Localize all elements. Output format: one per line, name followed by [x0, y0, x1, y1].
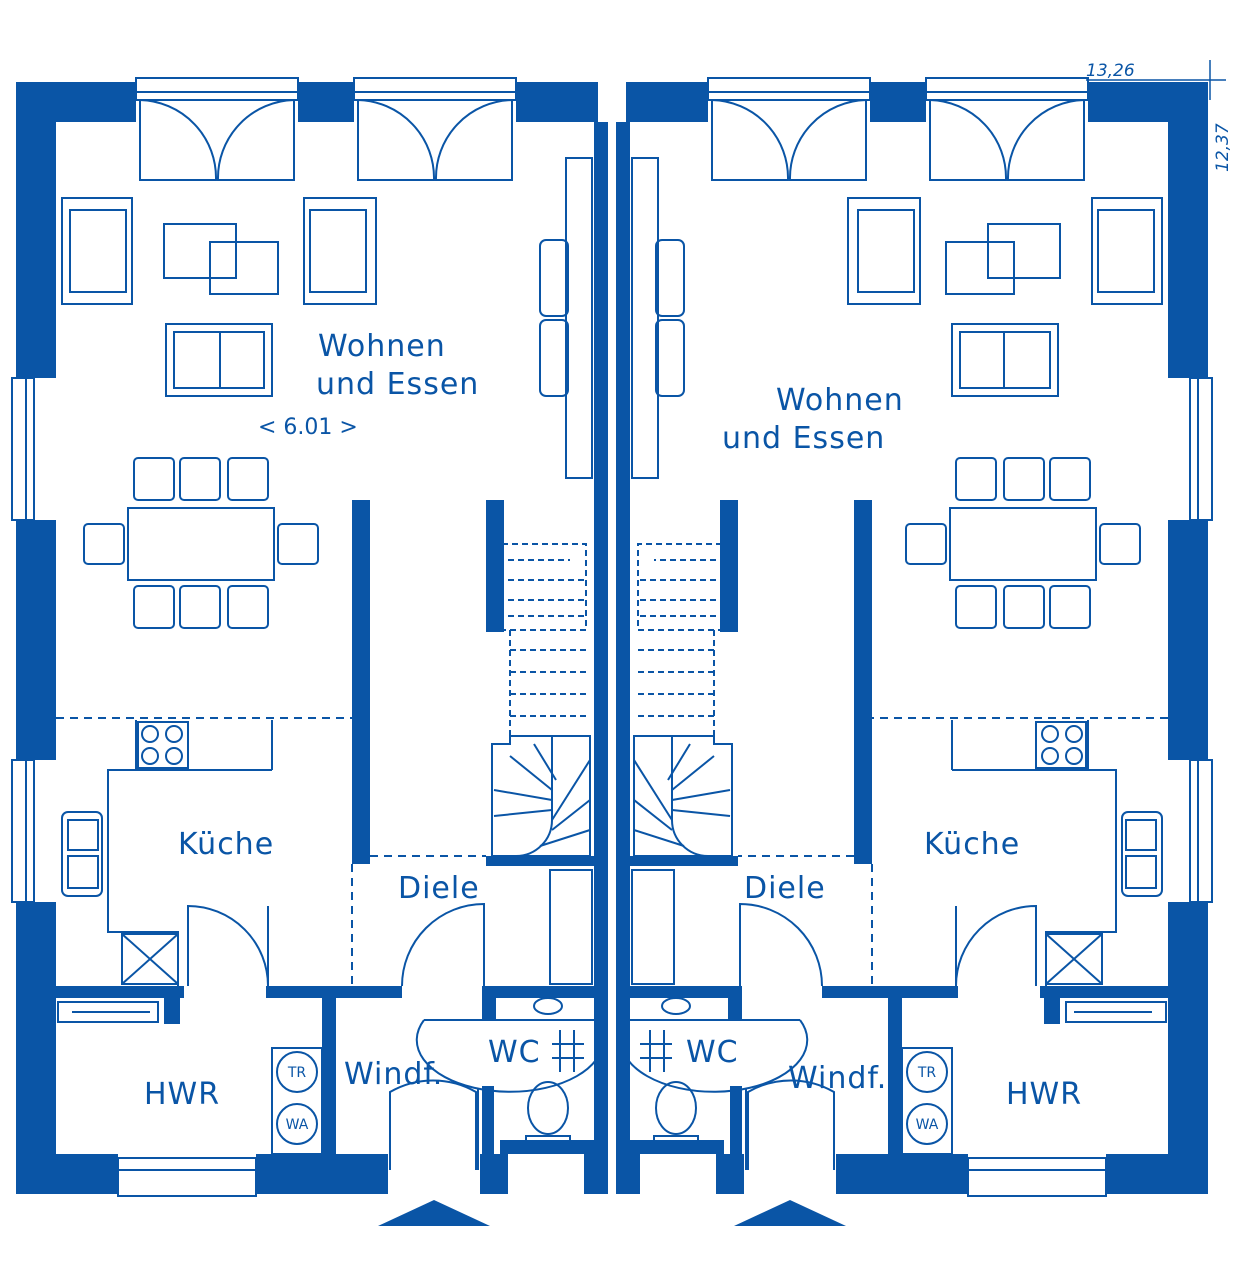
- right-hall-label: Diele: [744, 871, 826, 906]
- right-vestibule-label: Windf.: [788, 1061, 887, 1096]
- right-kitchen-label: Küche: [924, 827, 1020, 862]
- right-wc-label: WC: [686, 1035, 739, 1070]
- left-living-label-1: Wohnen: [318, 329, 446, 364]
- right-living-label-1: Wohnen: [776, 383, 904, 418]
- depth-dimension: 12,37: [1213, 123, 1233, 172]
- left-dryer-label: TR: [287, 1065, 307, 1081]
- right-washer-label: WA: [916, 1117, 939, 1133]
- right-dryer-label: TR: [917, 1065, 937, 1081]
- left-washer-label: WA: [286, 1117, 309, 1133]
- left-utility-label: HWR: [144, 1077, 220, 1112]
- left-kitchen-label: Küche: [178, 827, 274, 862]
- right-utility-label: HWR: [1006, 1077, 1082, 1112]
- left-hall-label: Diele: [398, 871, 480, 906]
- width-dimension: 13,26: [1086, 61, 1135, 81]
- left-wc-label: WC: [488, 1035, 541, 1070]
- left-vestibule-label: Windf.: [344, 1057, 443, 1092]
- left-living-label-2: und Essen: [316, 367, 479, 402]
- left-living-width: < 6.01 >: [258, 415, 358, 440]
- right-living-label-2: und Essen: [722, 421, 885, 456]
